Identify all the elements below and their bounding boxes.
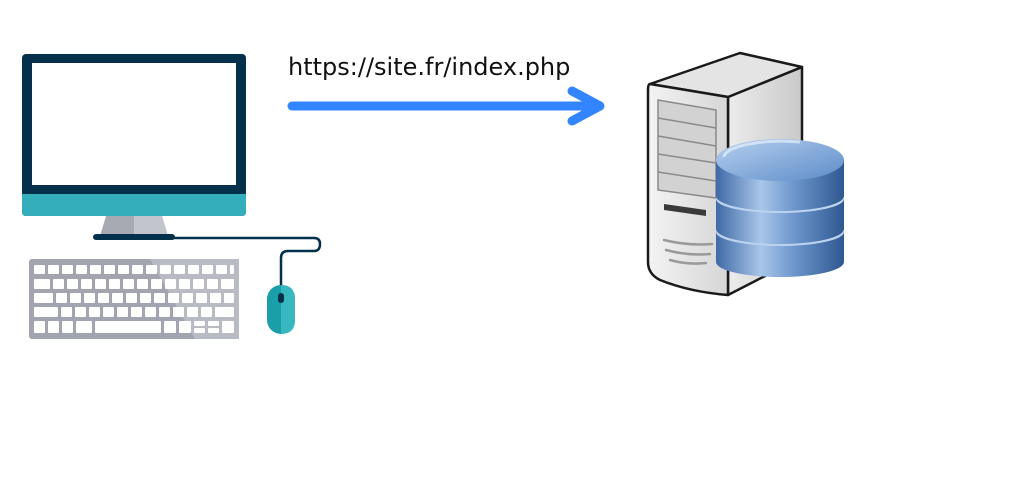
keyboard-key [168, 293, 179, 303]
keyboard-key [224, 293, 234, 303]
server-drive-bays [657, 99, 717, 199]
keyboard-key [48, 265, 59, 274]
keyboard-key [208, 321, 219, 326]
keyboard-key [34, 279, 50, 289]
keyboard-key [34, 293, 53, 303]
keyboard-key [215, 307, 234, 317]
keyboard-key [34, 307, 58, 317]
keyboard-key [95, 279, 106, 289]
keyboard-key [222, 321, 234, 333]
keyboard-key [34, 321, 45, 333]
keyboard-key [230, 265, 234, 274]
keyboard-key [160, 265, 171, 274]
keyboard-key [207, 279, 218, 289]
keyboard-key [151, 279, 162, 289]
keyboard-key [34, 265, 45, 274]
keyboard-key [188, 265, 199, 274]
keyboard-key [194, 321, 205, 326]
keyboard-key [48, 321, 59, 333]
keyboard-icon [29, 259, 239, 339]
keyboard-key [221, 279, 234, 289]
keyboard-key [70, 293, 81, 303]
arrow-right-icon [287, 86, 605, 126]
arrow-head [567, 86, 605, 126]
keyboard-key [109, 279, 120, 289]
monitor-screen [32, 63, 236, 185]
keyboard-key [61, 307, 72, 317]
monitor-bezel [22, 194, 246, 216]
keyboard-key [118, 265, 129, 274]
keyboard-key [95, 321, 161, 333]
keyboard-key [173, 307, 184, 317]
keyboard-key [104, 265, 115, 274]
keyboard-key [182, 293, 193, 303]
keyboard-key [81, 279, 92, 289]
request-url-label: https://site.fr/index.php [288, 53, 570, 81]
keyboard-key [98, 293, 109, 303]
database-top-face [716, 139, 844, 181]
keyboard-key [145, 307, 156, 317]
keyboard-key [117, 307, 128, 317]
mouse-cable [172, 236, 322, 290]
keyboard-key [202, 265, 213, 274]
keyboard-key [196, 293, 207, 303]
keyboard-key [89, 307, 100, 317]
keyboard-key [146, 265, 157, 274]
keyboard-key [194, 328, 205, 333]
keyboard-key [76, 321, 92, 333]
keyboard-key [137, 279, 148, 289]
keyboard-key [75, 307, 86, 317]
keyboard-key [179, 321, 191, 333]
keyboard-key [126, 293, 137, 303]
keyboard-key [132, 265, 143, 274]
database-icon [716, 139, 844, 277]
keyboard-key [164, 321, 176, 333]
keyboard-key [216, 265, 227, 274]
keyboard-key [201, 307, 212, 317]
keyboard-key [174, 265, 185, 274]
keyboard-key [62, 265, 73, 274]
mouse-icon [267, 285, 295, 334]
keyboard-key [112, 293, 123, 303]
keyboard-key [62, 321, 73, 333]
keyboard-key [187, 307, 198, 317]
keyboard-key [76, 265, 87, 274]
keyboard-key [123, 279, 134, 289]
monitor-base [93, 234, 175, 240]
keyboard-key [179, 279, 190, 289]
keyboard-key [84, 293, 95, 303]
keyboard-key [154, 293, 165, 303]
desktop-computer-icon [22, 54, 246, 240]
server-slot [664, 204, 706, 216]
keyboard-key [140, 293, 151, 303]
keyboard-key [208, 328, 219, 333]
keyboard-key [165, 279, 176, 289]
keyboard-key [103, 307, 114, 317]
keyboard-key [90, 265, 101, 274]
server-vent [662, 238, 714, 265]
keyboard-key [56, 293, 67, 303]
keyboard-key [159, 307, 170, 317]
mouse-wheel [278, 293, 284, 303]
keyboard-key [67, 279, 78, 289]
keyboard-key [53, 279, 64, 289]
keyboard-key [210, 293, 221, 303]
keyboard-key [193, 279, 204, 289]
keyboard-key [131, 307, 142, 317]
